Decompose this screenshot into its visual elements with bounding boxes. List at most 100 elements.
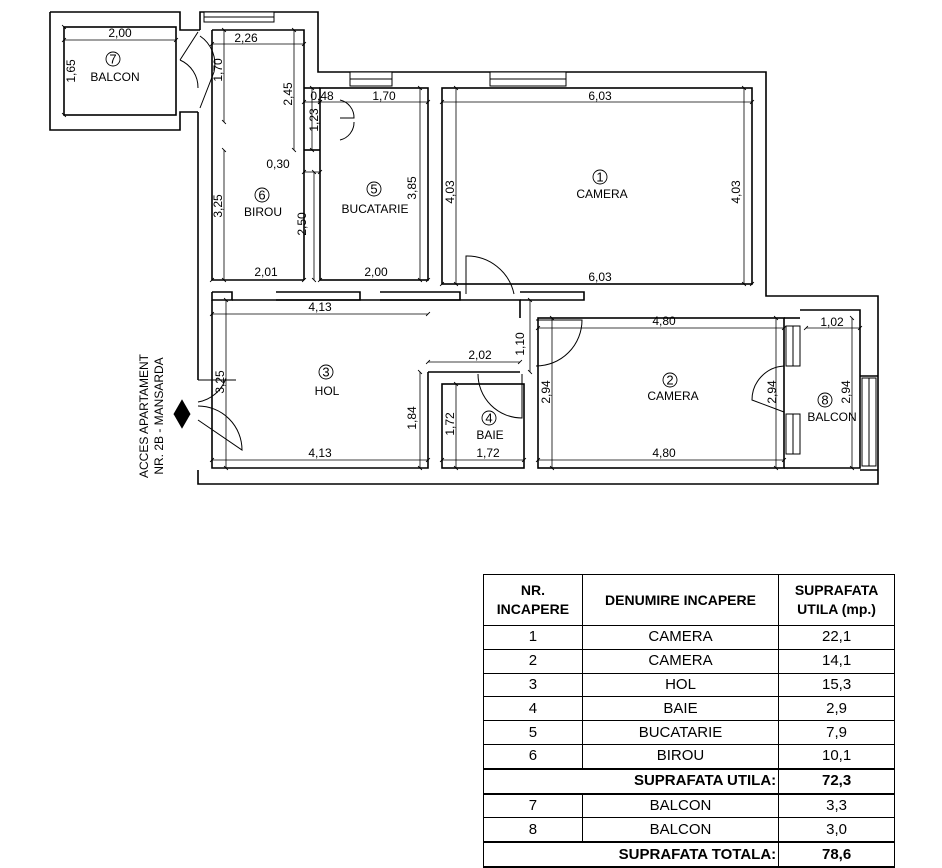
cell-name: BAIE xyxy=(581,696,780,722)
dim-bucatarie-bottom: 2,00 xyxy=(364,265,388,279)
dim-bucatarie-height: 3,85 xyxy=(405,176,419,200)
cell-area: 22,1 xyxy=(778,625,895,650)
floor-plan: 2,00 1,65 1,70 2,26 2,45 3,25 2,01 0,30 … xyxy=(49,11,879,485)
dim-hol-bottom: 4,13 xyxy=(308,446,332,460)
dim-birou-top: 2,26 xyxy=(234,31,258,45)
room-8-label: 8 BALCON xyxy=(807,393,856,425)
room-3-name: HOL xyxy=(315,384,340,398)
cell-area: 3,3 xyxy=(778,793,895,819)
area-table: NR. INCAPERE DENUMIRE INCAPERE SUPRAFATA… xyxy=(482,574,895,868)
room-4-label: 4 BAIE xyxy=(476,411,503,443)
dim-birou-right-upper: 2,45 xyxy=(281,82,295,106)
cell-name: BALCON xyxy=(581,817,780,843)
header-nr: NR. INCAPERE xyxy=(483,574,583,626)
dim-camera1-top: 6,03 xyxy=(588,89,612,103)
entrance-marker: ACCES APARTAMENT NR. 2B - MANSARDA xyxy=(137,353,191,478)
entrance-arrow-icon xyxy=(173,399,191,429)
cell-area: 3,0 xyxy=(778,817,895,843)
cell-area: 7,9 xyxy=(778,720,895,745)
table-row: 7 BALCON 3,3 xyxy=(483,793,895,819)
dim-camera2-right: 2,94 xyxy=(765,380,779,404)
dim-birou-niche: 0,30 xyxy=(266,157,290,171)
dim-camera2-bottom: 4,80 xyxy=(652,446,676,460)
cell-name: CAMERA xyxy=(581,625,780,650)
header-nr-line1: NR. xyxy=(520,582,545,598)
grand-total-row: SUPRAFATA TOTALA: 78,6 xyxy=(482,841,895,868)
cell-nr: 2 xyxy=(483,648,583,674)
table-row: 4 BAIE 2,9 xyxy=(483,696,895,722)
room-2-label: 2 CAMERA xyxy=(647,373,698,404)
header-nr-line2: INCAPERE xyxy=(496,601,570,617)
dim-closet-height: 1,23 xyxy=(307,108,321,132)
cell-area: 2,9 xyxy=(778,696,895,722)
cell-name: BIROU xyxy=(581,743,780,770)
dim-hol-top: 4,13 xyxy=(308,300,332,314)
table-header-row: NR. INCAPERE DENUMIRE INCAPERE SUPRAFATA… xyxy=(483,574,895,626)
room-6-label: 6 BIROU xyxy=(244,188,282,220)
room-4-name: BAIE xyxy=(476,428,503,442)
dim-balcon7-door: 1,70 xyxy=(211,58,225,82)
dim-hol-door: 1,10 xyxy=(513,332,527,356)
dim-balcon8-height: 2,94 xyxy=(839,380,853,404)
room-8-number: 8 xyxy=(821,393,828,408)
room-2-name: CAMERA xyxy=(647,389,698,403)
room-7-number: 7 xyxy=(109,52,116,67)
grand-total-label: SUPRAFATA TOTALA: xyxy=(482,841,780,868)
table-row: 2 CAMERA 14,1 xyxy=(483,648,895,674)
dim-hol-left: 3,25 xyxy=(213,370,227,394)
room-3-label: 3 HOL xyxy=(315,365,340,399)
entrance-line2: NR. 2B - MANSARDA xyxy=(152,357,166,474)
doors xyxy=(179,31,785,451)
room-7-name: BALCON xyxy=(90,70,139,84)
dim-hol-right: 1,84 xyxy=(405,406,419,430)
header-name: DENUMIRE INCAPERE xyxy=(581,574,780,626)
cell-area: 10,1 xyxy=(778,743,895,770)
dim-balcon7-height: 1,65 xyxy=(64,59,78,83)
cell-name: CAMERA xyxy=(581,648,780,674)
room-labels: 7 BALCON 6 BIROU 5 BUCATARIE 1 CAMERA 3 … xyxy=(90,52,856,443)
dim-closet-width: 0,48 xyxy=(310,89,334,103)
header-area-line2: UTILA (mp.) xyxy=(797,601,876,617)
room-7-label: 7 BALCON xyxy=(90,52,139,85)
dim-birou-left: 3,25 xyxy=(211,194,225,218)
dim-camera2-left: 2,94 xyxy=(539,380,553,404)
dim-bucatarie-top: 1,70 xyxy=(372,89,396,103)
dim-birou-bottom: 2,01 xyxy=(254,265,278,279)
cell-area: 15,3 xyxy=(778,672,895,698)
useful-total-value: 72,3 xyxy=(778,767,895,795)
dim-camera1-left: 4,03 xyxy=(443,180,457,204)
cell-nr: 7 xyxy=(483,793,583,819)
useful-total-label: SUPRAFATA UTILA: xyxy=(482,767,780,795)
cell-nr: 5 xyxy=(483,720,583,745)
useful-total-row: SUPRAFATA UTILA: 72,3 xyxy=(482,767,895,795)
dimension-labels: 2,00 1,65 1,70 2,26 2,45 3,25 2,01 0,30 … xyxy=(64,26,853,460)
dim-balcon8-top: 1,02 xyxy=(820,315,844,329)
room-1-name: CAMERA xyxy=(576,187,627,201)
dim-camera2-top: 4,80 xyxy=(652,314,676,328)
cell-nr: 3 xyxy=(483,672,583,698)
room-6-number: 6 xyxy=(258,188,265,203)
header-area-line1: SUPRAFATA xyxy=(794,582,879,598)
cell-name: BALCON xyxy=(581,793,780,819)
cell-name: BUCATARIE xyxy=(581,720,780,745)
room-4-number: 4 xyxy=(485,411,492,426)
table-row: 3 HOL 15,3 xyxy=(483,672,895,698)
room-1-label: 1 CAMERA xyxy=(576,170,627,202)
dim-camera1-bottom: 6,03 xyxy=(588,270,612,284)
room-5-label: 5 BUCATARIE xyxy=(342,182,409,217)
header-area: SUPRAFATA UTILA (mp.) xyxy=(778,574,895,626)
windows xyxy=(203,11,877,467)
dim-camera1-right: 4,03 xyxy=(729,180,743,204)
table-row: 1 CAMERA 22,1 xyxy=(483,625,895,650)
cell-area: 14,1 xyxy=(778,648,895,674)
room-5-name: BUCATARIE xyxy=(342,202,409,216)
room-8-name: BALCON xyxy=(807,410,856,424)
dim-baie-bottom: 1,72 xyxy=(476,446,500,460)
cell-name: HOL xyxy=(581,672,780,698)
grand-total-value: 78,6 xyxy=(778,841,895,868)
cell-nr: 6 xyxy=(483,743,583,770)
room-2-number: 2 xyxy=(666,373,673,388)
table-row: 8 BALCON 3,0 xyxy=(483,817,895,843)
room-3-number: 3 xyxy=(322,365,329,380)
table-row: 6 BIROU 10,1 xyxy=(483,743,895,770)
